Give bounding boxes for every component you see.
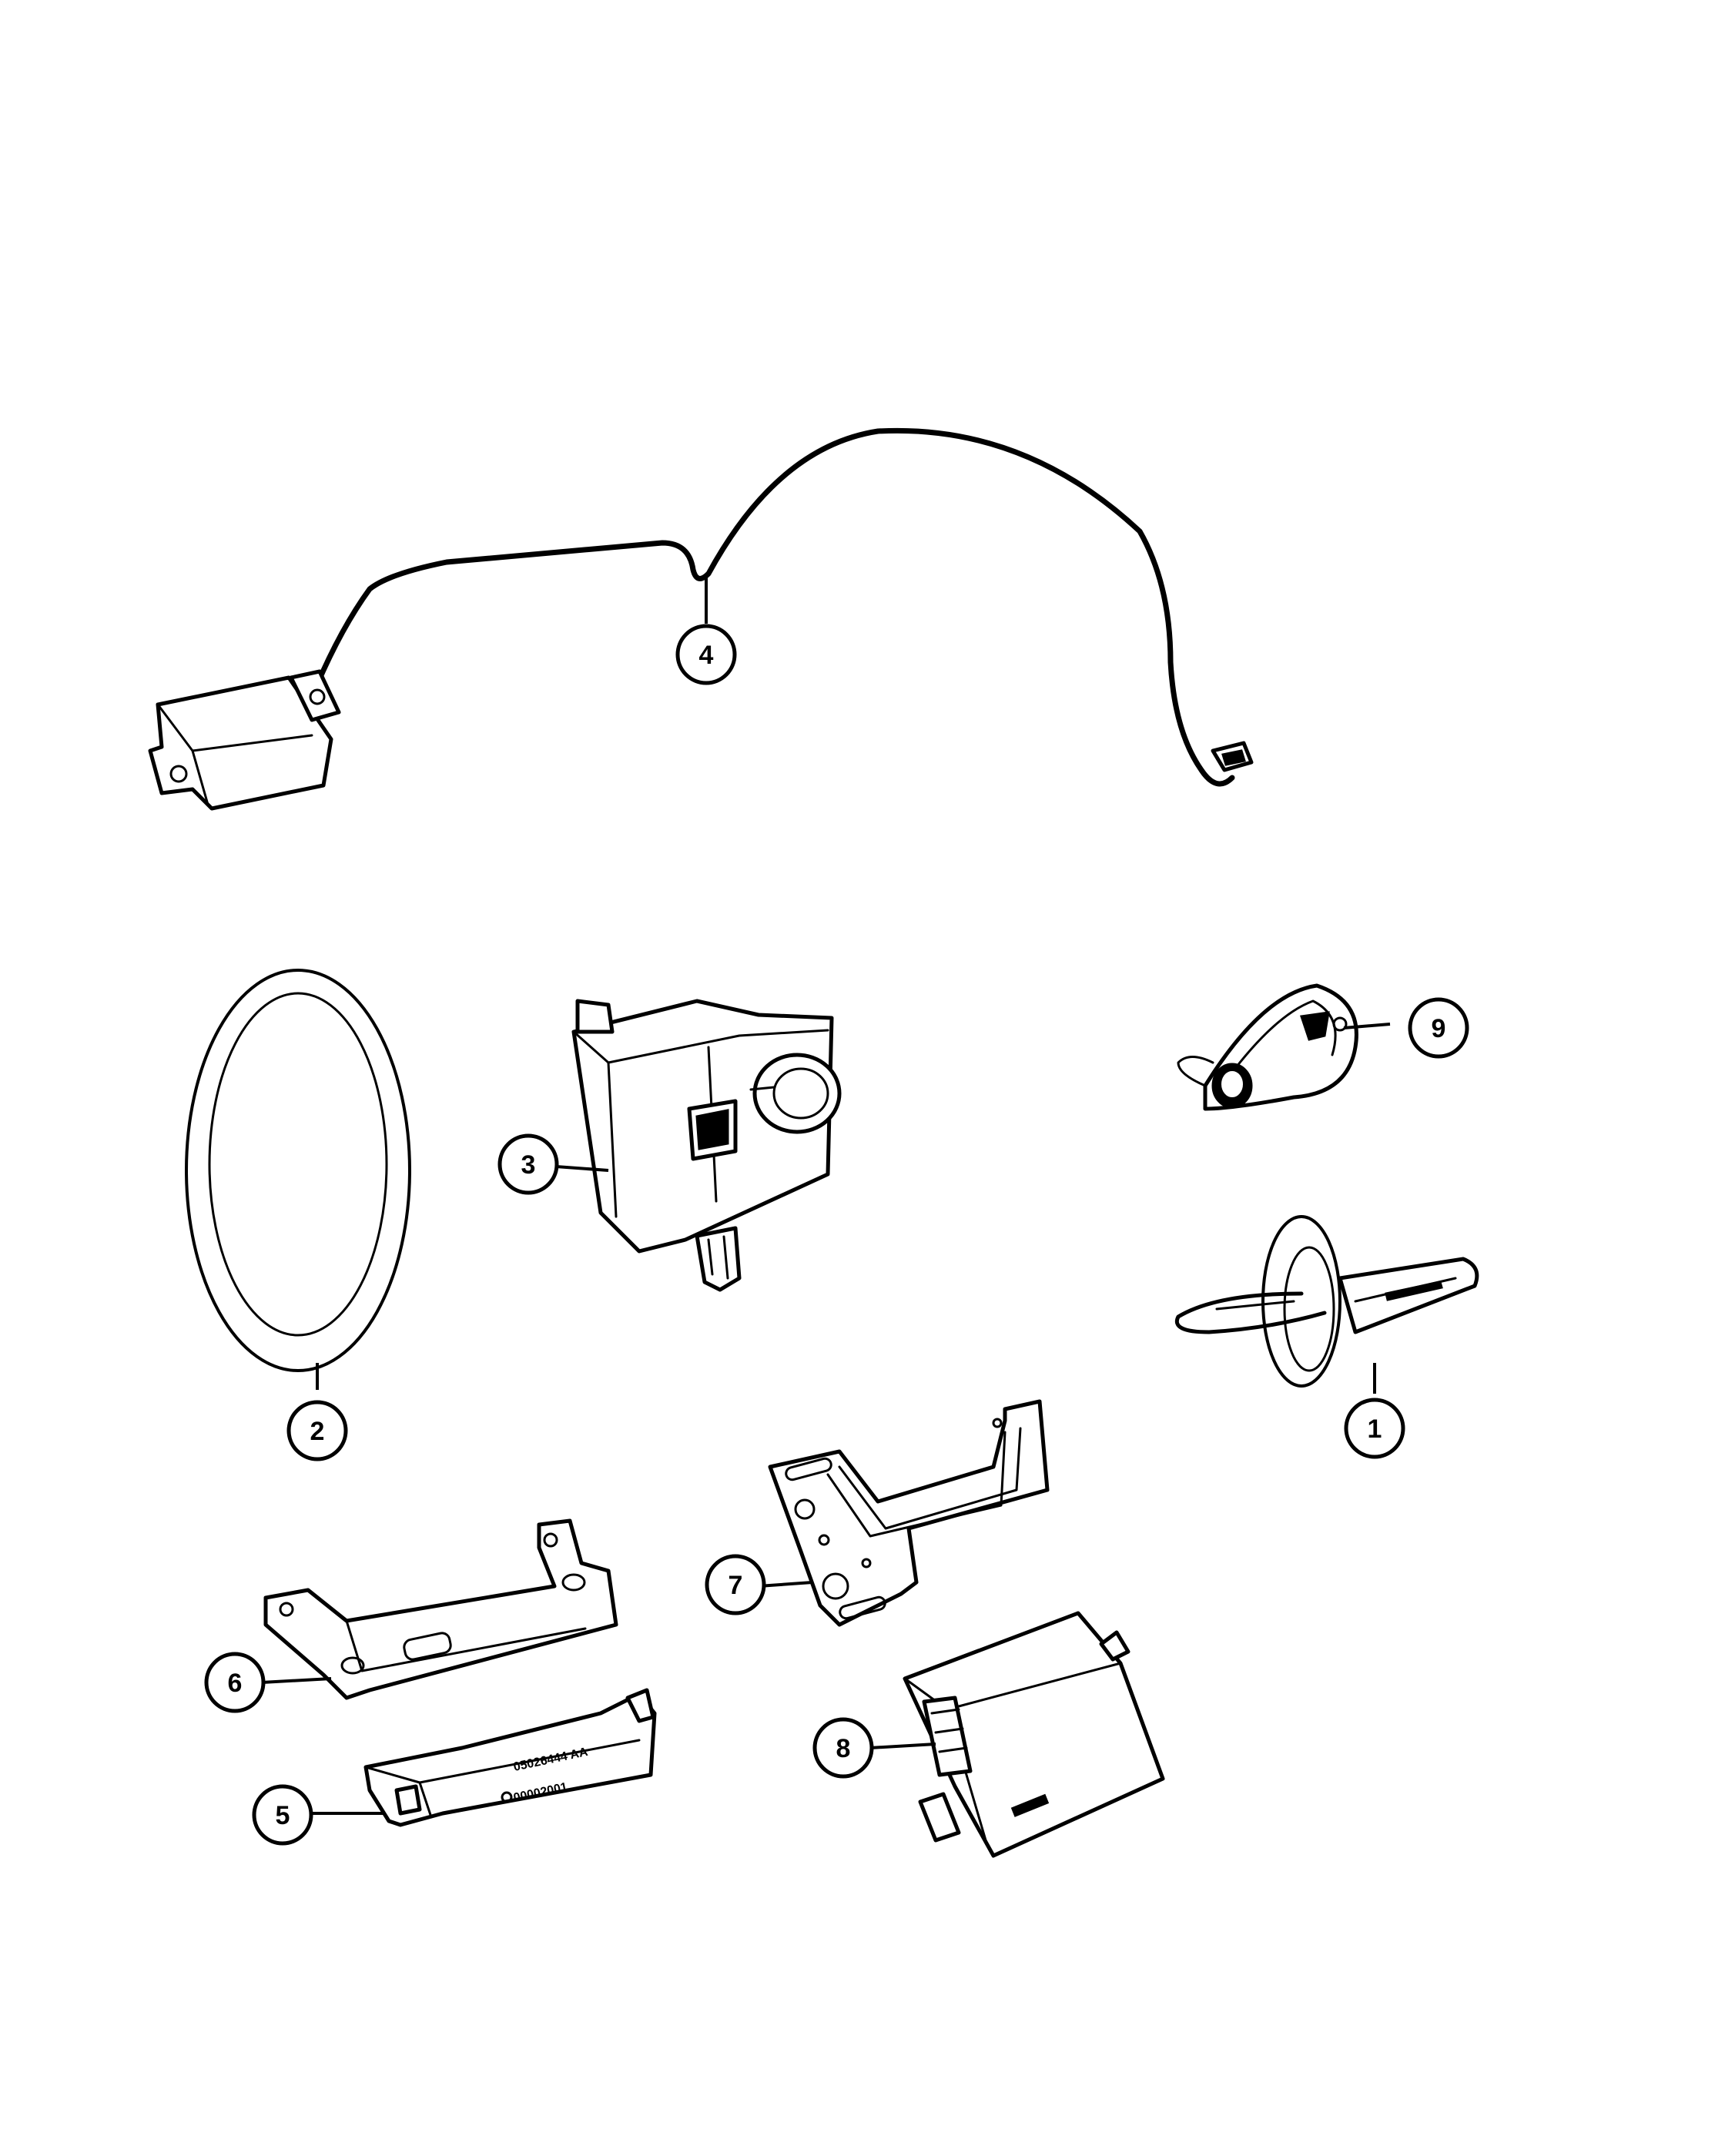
callout-4-number: 4 bbox=[699, 641, 714, 670]
callout-2-number: 2 bbox=[310, 1417, 325, 1446]
module-with-bracket-part: 05026444 AA 00002001 bbox=[363, 1688, 657, 1827]
ring-part bbox=[185, 969, 411, 1372]
callout-7-number: 7 bbox=[729, 1571, 743, 1600]
mounting-plate-part bbox=[768, 1399, 1050, 1627]
callout-5-number: 5 bbox=[276, 1801, 290, 1830]
antenna-cable-assembly bbox=[148, 427, 1254, 811]
control-module-part bbox=[903, 1611, 1165, 1858]
callout-8: 8 bbox=[812, 1717, 874, 1779]
callout-3: 3 bbox=[497, 1133, 559, 1195]
callout-6-number: 6 bbox=[228, 1669, 243, 1698]
bracket-part bbox=[263, 1518, 618, 1700]
callout-1-number: 1 bbox=[1368, 1414, 1382, 1444]
callout-2: 2 bbox=[286, 1400, 348, 1461]
callout-7: 7 bbox=[705, 1554, 766, 1615]
callout-8-number: 8 bbox=[836, 1734, 851, 1763]
callout-1: 1 bbox=[1344, 1398, 1405, 1459]
key-fob-blade-part bbox=[1174, 1215, 1479, 1388]
callout-6: 6 bbox=[204, 1652, 266, 1713]
callout-4: 4 bbox=[675, 624, 737, 685]
key-fob-part bbox=[1177, 983, 1358, 1111]
callout-3-number: 3 bbox=[521, 1150, 536, 1180]
callout-5: 5 bbox=[252, 1784, 313, 1846]
callout-9: 9 bbox=[1408, 997, 1469, 1059]
ignition-module-part bbox=[571, 999, 842, 1292]
leader-lines bbox=[261, 578, 1391, 1815]
callout-9-number: 9 bbox=[1432, 1014, 1446, 1043]
